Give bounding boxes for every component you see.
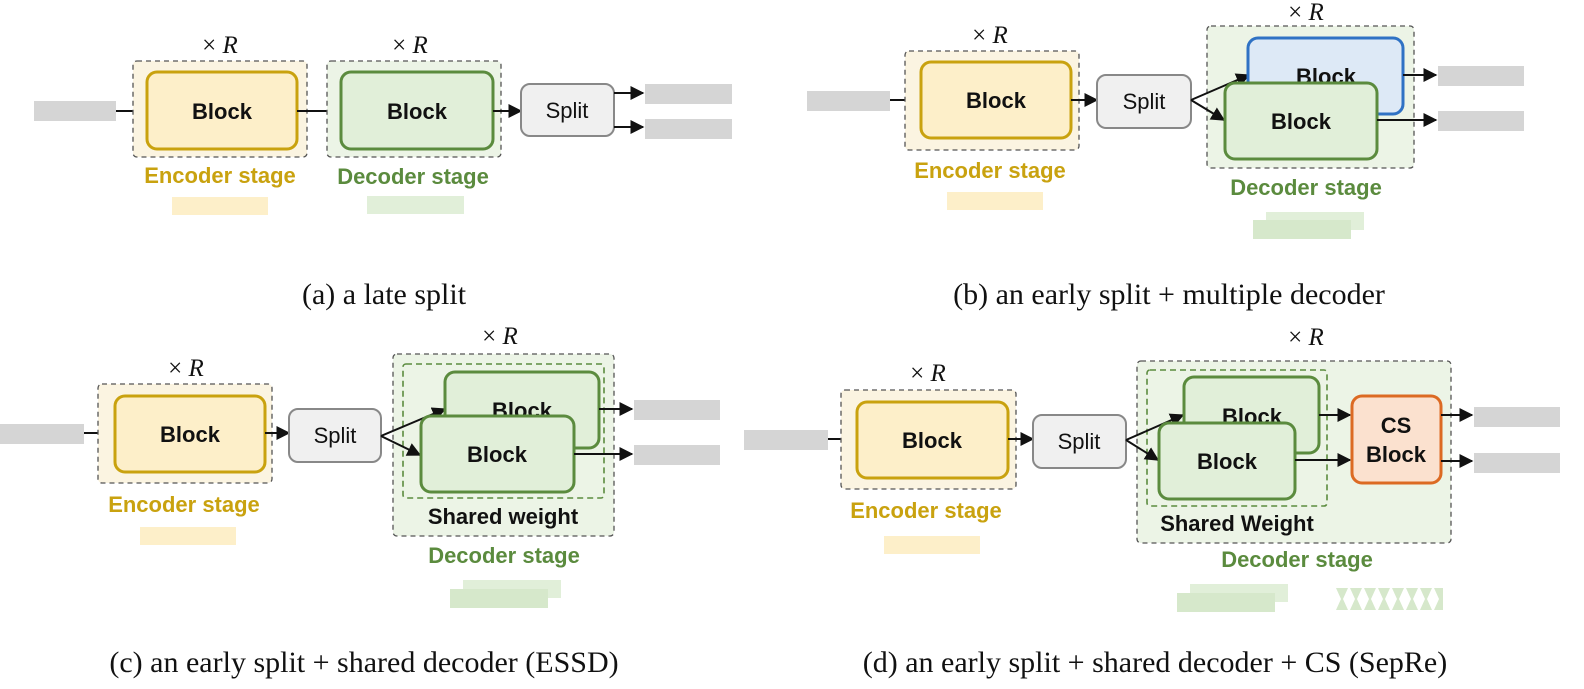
decoder-output-bar <box>367 196 464 214</box>
cs-block-label-line2: Block <box>1366 442 1427 467</box>
split-label: Split <box>1123 89 1166 114</box>
cs-output-chevron <box>1406 588 1418 610</box>
encoder-block-label: Block <box>160 422 221 447</box>
panel-b: × R Block Encoder stage Split × R Block … <box>807 0 1524 311</box>
cs-output-chevron <box>1364 588 1376 610</box>
split-label: Split <box>1058 429 1101 454</box>
cs-output-chevron <box>1420 588 1432 610</box>
decoder-block-label: Block <box>387 99 448 124</box>
repeat-label: × R <box>1288 0 1324 26</box>
caption-b: (b) an early split + multiple decoder <box>953 278 1385 311</box>
repeat-label: × R <box>202 32 238 59</box>
repeat-label: × R <box>972 22 1008 49</box>
output-bar-1 <box>1438 66 1524 86</box>
split-to-back-block-arrow <box>380 407 447 437</box>
output-bar-2 <box>1474 453 1560 473</box>
cs-output-chevron <box>1378 588 1390 610</box>
repeat-label: × R <box>168 355 204 382</box>
decoder-block-label: Block <box>1271 109 1332 134</box>
split-to-back-block-arrow <box>1125 413 1185 441</box>
panel-a: × R Block Encoder stage × R Block Decode… <box>34 32 732 311</box>
encoder-block-label: Block <box>966 88 1027 113</box>
split-to-front-block-arrow <box>1190 99 1226 121</box>
split-box <box>1032 414 1127 469</box>
cs-output-chevrons <box>1336 588 1443 610</box>
split-label: Split <box>314 423 357 448</box>
encoder-block-label: Block <box>192 99 253 124</box>
encoder-stage-label: Encoder stage <box>850 498 1002 523</box>
split-label: Split <box>546 98 589 123</box>
decoder-output-bar-front <box>1253 220 1351 239</box>
encoder-stage-label: Encoder stage <box>108 492 260 517</box>
output-bar-2 <box>634 445 720 465</box>
repeat-label: × R <box>1288 324 1324 351</box>
decoder-output-bar-front <box>1177 593 1275 612</box>
input-bar <box>0 424 84 444</box>
cs-block <box>1350 394 1443 485</box>
output-bar-1 <box>634 400 720 420</box>
cs-output-chevron <box>1434 588 1443 610</box>
output-bar-1 <box>1474 407 1560 427</box>
shared-weight-frame <box>402 363 605 499</box>
decoder-stage-label: Decoder stage <box>337 164 489 189</box>
split-box <box>1096 74 1192 129</box>
cs-output-chevron <box>1350 588 1362 610</box>
decoder-block-label: Block <box>467 442 528 467</box>
encoder-output-bar <box>947 192 1043 210</box>
encoder-stage-label: Encoder stage <box>914 158 1066 183</box>
panel-d: × R Block Encoder stage Split × R Block … <box>744 324 1560 679</box>
cs-output-chevron <box>1392 588 1404 610</box>
shared-weight-frame <box>1146 369 1328 507</box>
repeat-label: × R <box>392 32 428 59</box>
decoder-block-label: Block <box>1197 449 1258 474</box>
split-to-front-block-arrow <box>1125 439 1160 461</box>
input-bar <box>34 101 116 121</box>
output-bar-1 <box>645 84 732 104</box>
encoder-output-bar <box>140 527 236 545</box>
split-to-back-block-arrow <box>1190 73 1251 101</box>
shared-weight-label: Shared Weight <box>1160 511 1314 536</box>
split-box <box>520 83 615 137</box>
input-bar <box>807 91 890 111</box>
repeat-label: × R <box>910 360 946 387</box>
shared-weight-label: Shared weight <box>428 504 579 529</box>
caption-c: (c) an early split + shared decoder (ESS… <box>109 646 618 679</box>
encoder-stage-label: Encoder stage <box>144 163 296 188</box>
cs-output-chevron <box>1336 588 1348 610</box>
split-to-front-block-arrow <box>380 435 422 456</box>
caption-d: (d) an early split + shared decoder + CS… <box>863 646 1448 679</box>
input-bar <box>744 430 828 450</box>
decoder-output-bar-front <box>450 589 548 608</box>
repeat-label: × R <box>482 323 518 350</box>
output-bar-2 <box>645 119 732 139</box>
decoder-stage-label: Decoder stage <box>1221 547 1373 572</box>
panel-c: × R Block Encoder stage Split × R Block … <box>0 323 720 679</box>
cs-block-label-line1: CS <box>1381 413 1412 438</box>
encoder-block-label: Block <box>902 428 963 453</box>
decoder-stage-label: Decoder stage <box>1230 175 1382 200</box>
output-bar-2 <box>1438 111 1524 131</box>
decoder-stage-label: Decoder stage <box>428 543 580 568</box>
caption-a: (a) a late split <box>302 278 467 311</box>
encoder-output-bar <box>172 197 268 215</box>
encoder-output-bar <box>884 536 980 554</box>
